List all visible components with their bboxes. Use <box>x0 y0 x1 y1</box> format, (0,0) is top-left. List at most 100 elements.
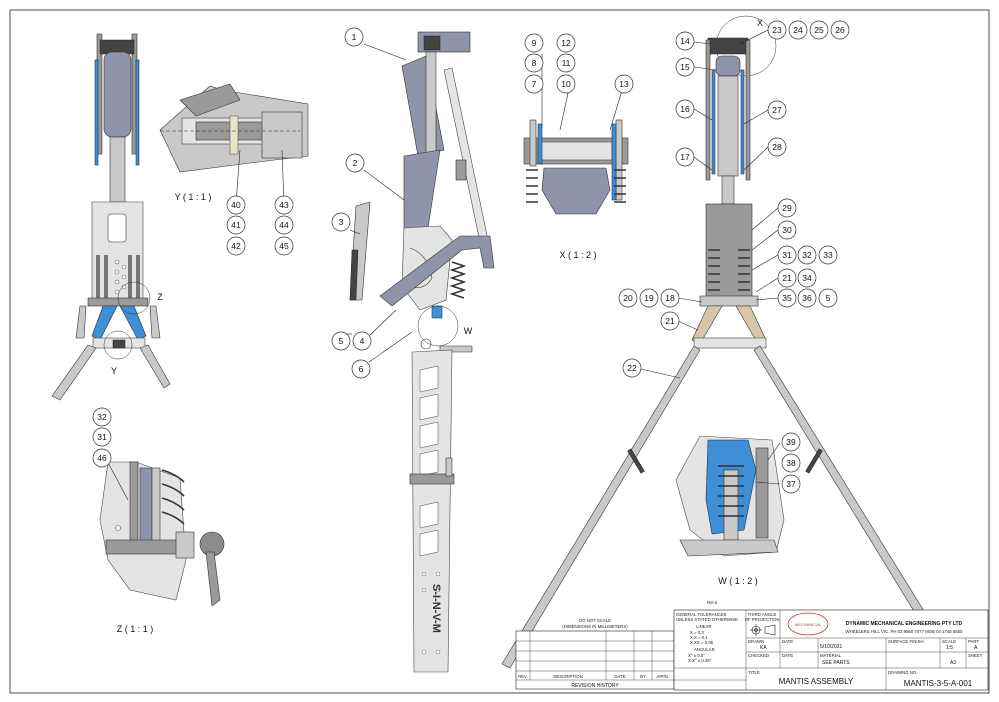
surface-finish-label: SURFACE FINISH <box>888 639 924 644</box>
balloon-14: 14 <box>675 31 695 51</box>
balloon-25: 25 <box>809 20 829 40</box>
title-label: TITLE <box>748 670 760 675</box>
svg-text:27: 27 <box>772 105 782 115</box>
tolerance-angular-0: X° ± 0.5° <box>688 653 705 658</box>
balloon-33: 33 <box>818 245 838 265</box>
balloon-8: 8 <box>524 53 544 73</box>
company-address: WHEELERS HILL VIC. PH 03 9560 7077 MOB 0… <box>846 629 963 634</box>
note-dimensions: (DIMENSIONS IN MILLIMETERS) <box>562 624 628 629</box>
svg-text:34: 34 <box>802 273 812 283</box>
material-label: MATERIAL <box>820 653 842 658</box>
rev-col-appd: APPD. <box>657 674 670 679</box>
balloon-10: 10 <box>556 74 576 94</box>
balloon-2: 2 <box>345 153 365 173</box>
balloon-45: 45 <box>274 236 294 256</box>
svg-text:14: 14 <box>680 36 690 46</box>
date-label: DATE <box>782 639 793 644</box>
detail-view-x: X X ( 1 : 2 ) <box>523 15 777 260</box>
balloon-9: 9 <box>524 33 544 53</box>
drawing-no-label: DRAWING NO. <box>888 670 917 675</box>
balloon-13: 13 <box>614 74 634 94</box>
balloon-31z: 31 <box>92 427 112 447</box>
part-value: A <box>974 645 978 651</box>
detail-w-label: W ( 1 : 2 ) <box>718 576 758 586</box>
balloon-20: 20 <box>618 288 638 308</box>
balloon-43: 43 <box>274 195 294 215</box>
svg-text:29: 29 <box>782 203 792 213</box>
svg-text:33: 33 <box>823 250 833 260</box>
svg-text:28: 28 <box>772 142 782 152</box>
balloon-5b: 5 <box>818 288 838 308</box>
tolerance-linear-0: X = 0.3 <box>690 630 704 635</box>
sheet-label: SHEET <box>968 653 983 658</box>
projection-sub: OF PROJECTION <box>745 617 780 622</box>
rev-col-by: BY <box>640 674 646 679</box>
sheet-border <box>9 9 990 694</box>
detail-y-label: Y ( 1 : 1 ) <box>175 192 212 202</box>
tolerance-sub: UNLESS STATED OTHERWISE <box>676 617 738 622</box>
svg-text:MECHANICAL: MECHANICAL <box>795 622 822 627</box>
balloon-24: 24 <box>788 20 808 40</box>
balloon-15: 15 <box>675 57 695 77</box>
balloon-34: 34 <box>797 268 817 288</box>
balloon-7: 7 <box>524 74 544 94</box>
balloon-36: 36 <box>797 288 817 308</box>
balloon-35: 35 <box>777 288 797 308</box>
balloon-27: 27 <box>767 100 787 120</box>
svg-text:26: 26 <box>835 25 845 35</box>
svg-text:1: 1 <box>352 32 357 42</box>
shaft-engraving: S-I-N-V-M <box>430 584 442 633</box>
balloon-18: 18 <box>660 288 680 308</box>
svg-text:9: 9 <box>532 38 537 48</box>
svg-text:25: 25 <box>814 25 824 35</box>
svg-text:10: 10 <box>561 79 571 89</box>
svg-text:17: 17 <box>680 152 690 162</box>
company-name: DYNAMIC MECHANICAL ENGINEERING PTY LTD <box>846 621 963 627</box>
svg-text:23: 23 <box>772 25 782 35</box>
balloon-22: 22 <box>622 358 642 378</box>
balloon-1: 1 <box>344 27 364 47</box>
svg-text:39: 39 <box>786 437 796 447</box>
svg-text:37: 37 <box>786 479 796 489</box>
balloon-11: 11 <box>556 53 576 73</box>
svg-text:2: 2 <box>353 158 358 168</box>
scale-value: 1:5 <box>946 645 953 651</box>
svg-text:5: 5 <box>339 336 344 346</box>
balloon-6: 6 <box>351 359 371 379</box>
balloon-29: 29 <box>777 198 797 218</box>
tolerance-linear-title: LINEAR <box>696 624 712 629</box>
balloon-32: 32 <box>797 245 817 265</box>
balloon-40: 40 <box>226 195 246 215</box>
svg-text:20: 20 <box>623 293 633 303</box>
third-angle-projection-icon <box>750 624 776 636</box>
balloon-3: 3 <box>331 212 351 232</box>
balloon-32z: 32 <box>92 407 112 427</box>
svg-text:13: 13 <box>619 79 629 89</box>
detail-view-z: Z ( 1 : 1 ) <box>99 461 225 634</box>
svg-text:42: 42 <box>231 241 241 251</box>
revision-history-caption: REVISION HISTORY <box>571 683 619 689</box>
svg-text:40: 40 <box>231 200 241 210</box>
svg-text:19: 19 <box>644 293 654 303</box>
svg-text:44: 44 <box>279 220 289 230</box>
balloon-30: 30 <box>777 220 797 240</box>
svg-text:32: 32 <box>802 250 812 260</box>
rev-col-rev: REV. <box>518 674 528 679</box>
tolerance-angular-title: ANGULAR <box>694 647 715 652</box>
checked-date-label: DATE <box>782 653 793 658</box>
drawing-number: MANTIS-3-5-A-001 <box>904 679 973 688</box>
svg-text:11: 11 <box>562 58 571 68</box>
company-logo: MECHANICAL <box>787 612 829 636</box>
detail-x-label: X ( 1 : 2 ) <box>559 250 596 260</box>
svg-text:3: 3 <box>339 217 344 227</box>
svg-text:36: 36 <box>802 293 812 303</box>
svg-text:21: 21 <box>782 273 792 283</box>
tolerance-linear-2: X.XX = 0.05 <box>690 640 714 645</box>
note-do-not-scale: DO NOT SCALE <box>579 618 611 623</box>
sheet-value: A3 <box>950 660 956 666</box>
svg-text:7: 7 <box>532 79 537 89</box>
balloon-39: 39 <box>781 432 801 452</box>
revision-history-block: REV. DESCRIPTION DATE BY APPD. REVISION … <box>515 630 675 690</box>
rev-col-description: DESCRIPTION <box>553 674 582 679</box>
svg-text:4: 4 <box>360 336 365 346</box>
